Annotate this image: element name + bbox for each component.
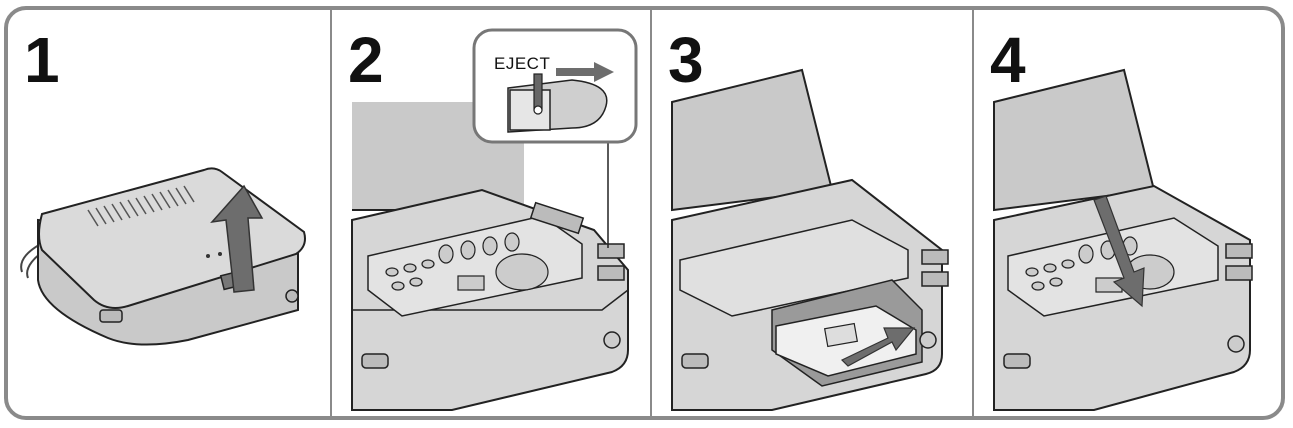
step-number-2: 2 bbox=[348, 24, 384, 96]
step-3-illustration bbox=[671, 68, 949, 411]
eject-label: EJECT bbox=[494, 54, 551, 73]
step-4-illustration bbox=[993, 68, 1253, 411]
insert-arrow-icon bbox=[840, 327, 916, 367]
down-arrow-icon bbox=[1093, 195, 1145, 308]
up-arrow-icon bbox=[210, 184, 264, 293]
step-number-4: 4 bbox=[990, 24, 1026, 96]
step-panel-4: 4 bbox=[974, 10, 1281, 416]
step-panel-3: 3 bbox=[652, 10, 972, 416]
panel-divider bbox=[972, 10, 974, 416]
step-number-1: 1 bbox=[24, 24, 60, 96]
step-number-3: 3 bbox=[668, 24, 704, 96]
step-panel-2: 2 EJECT bbox=[332, 10, 650, 416]
panel-divider bbox=[650, 10, 652, 416]
step-2-illustration bbox=[351, 28, 638, 411]
instruction-frame: 1 bbox=[4, 6, 1285, 420]
right-arrow-icon bbox=[556, 62, 614, 82]
panel-divider bbox=[330, 10, 332, 416]
step-panel-1: 1 bbox=[8, 10, 330, 416]
